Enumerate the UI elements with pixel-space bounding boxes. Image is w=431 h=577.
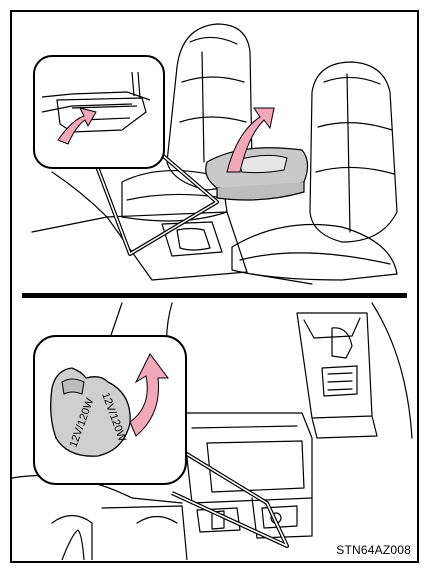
figure-code: STN64AZ008 [336, 543, 411, 557]
inset-callout [34, 56, 217, 254]
top-panel [12, 12, 417, 294]
right-seatback [310, 62, 397, 242]
socket-illustration: 12V/120W 12V/120W [12, 298, 419, 560]
socket-callout: 12V/120W 12V/120W [34, 336, 287, 546]
figure-frame: 12V/120W 12V/120W STN64AZ008 [10, 10, 419, 563]
right-cushion [232, 225, 397, 281]
armrest-lid [206, 148, 308, 200]
bottom-panel: 12V/120W 12V/120W [12, 298, 417, 560]
armrest-illustration [12, 12, 419, 294]
